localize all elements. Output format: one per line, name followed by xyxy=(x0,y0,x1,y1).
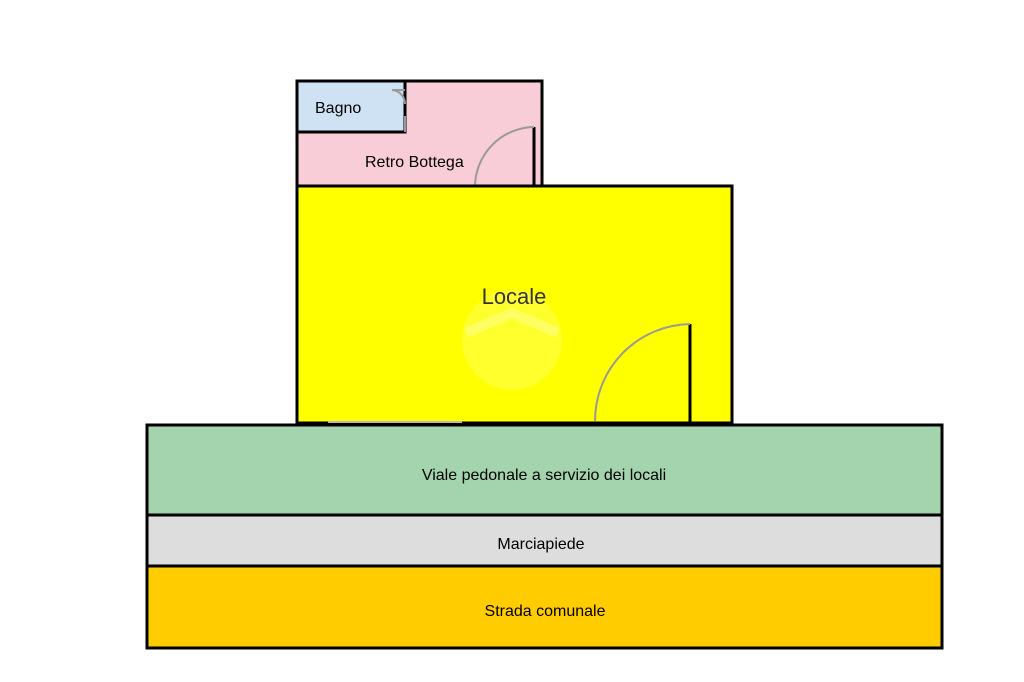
retro-bottega-label: Retro Bottega xyxy=(365,154,464,171)
locale-label: Locale xyxy=(482,284,547,309)
retro-door-arc xyxy=(474,126,535,188)
viale-label: Viale pedonale a servizio dei locali xyxy=(422,467,666,484)
strada-area xyxy=(145,564,944,650)
marciapiede-area xyxy=(145,513,944,568)
entrance-door-arc xyxy=(594,323,691,422)
bagno-door xyxy=(391,89,407,132)
locale-room xyxy=(295,184,734,425)
strada-label: Strada comunale xyxy=(485,603,606,620)
bagno-label: Bagno xyxy=(315,100,361,117)
watermark-logo xyxy=(462,290,562,390)
marciapiede-label: Marciapiede xyxy=(497,536,584,553)
bagno-room xyxy=(295,79,407,134)
watermark-roof xyxy=(464,307,560,338)
viale-area xyxy=(145,423,944,517)
